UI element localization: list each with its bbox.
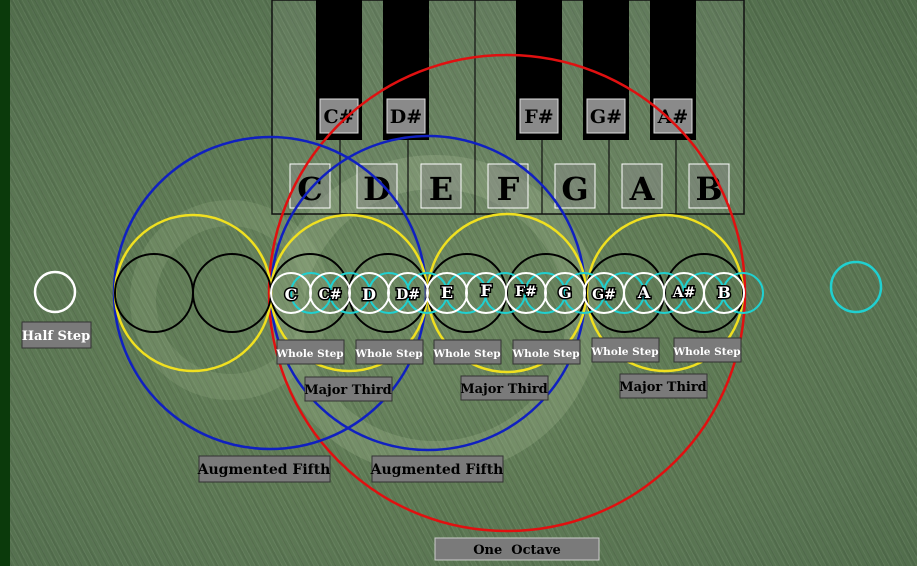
- note-labels: C C# D D# E F F# G G# A A# B: [283, 280, 732, 306]
- black-key-label-box: [386, 98, 426, 134]
- white-key-label: F: [497, 170, 520, 208]
- whole-step-label-box: [276, 339, 345, 365]
- major-third-label-box: [619, 373, 708, 399]
- major-third-label-box: [460, 375, 549, 401]
- half-step-circle-cyan: [368, 272, 410, 314]
- piano-keyboard: C# D# F# G# A# C D E F G A B: [271, 0, 745, 215]
- note-label: A: [637, 283, 651, 302]
- note-label: C#: [319, 287, 342, 303]
- black-key-label-box: [653, 98, 693, 134]
- augmented-fifth-label-box: [371, 455, 504, 483]
- augmented-fifth-label: Augmented Fifth: [197, 462, 331, 478]
- half-step-label: Half Step: [22, 329, 91, 344]
- note-label: A#: [672, 285, 696, 301]
- major-third-label: Major Third: [619, 380, 707, 395]
- whole-step-label: Whole Step: [432, 348, 500, 360]
- one-octave-label: One Octave: [473, 543, 561, 558]
- whole-step-circle: [114, 253, 194, 333]
- white-key-label-box: [356, 163, 398, 209]
- whole-step-label: Whole Step: [275, 348, 343, 360]
- black-key-label-box: [519, 98, 559, 134]
- major-third-label: Major Third: [460, 382, 548, 397]
- whole-step-label-box: [673, 337, 742, 363]
- white-key-label: E: [429, 170, 453, 208]
- whole-step-label: Whole Step: [672, 346, 740, 358]
- cyan-legend-circle: [829, 260, 883, 314]
- black-key-label: A#: [657, 106, 689, 128]
- whole-step-label-box: [433, 339, 502, 365]
- half-step-legend-circle: [33, 270, 77, 314]
- black-key-label: F#: [524, 106, 553, 128]
- white-key-label-box: [688, 163, 730, 209]
- black-key-label-box: [586, 98, 626, 134]
- note-label: E: [441, 283, 453, 302]
- black-key-label-box: [319, 98, 359, 134]
- half-step-circle-white: [703, 272, 745, 314]
- whole-step-label: Whole Step: [590, 346, 658, 358]
- note-label: G#: [592, 287, 616, 303]
- white-key-label-box: [554, 163, 596, 209]
- white-key-label-box: [621, 163, 663, 209]
- note-label: D: [362, 285, 376, 304]
- half-step-label-box: [21, 321, 92, 349]
- white-key-label-box: [420, 163, 462, 209]
- black-key-label: G#: [590, 106, 622, 128]
- major-third-label: Major Third: [304, 383, 392, 398]
- interval-labels: Half Step Whole Step Whole Step Whole St…: [21, 321, 742, 561]
- white-key-label: A: [629, 170, 656, 208]
- one-octave-label-box: [434, 537, 600, 561]
- white-key-label-box: [289, 163, 331, 209]
- white-key-label-box: [487, 163, 529, 209]
- interval-circles: [33, 53, 883, 533]
- note-label: C: [285, 285, 298, 304]
- note-label: D#: [396, 287, 420, 303]
- augmented-fifth-label: Augmented Fifth: [370, 462, 504, 478]
- note-label: G: [558, 283, 572, 302]
- whole-step-label: Whole Step: [354, 348, 422, 360]
- half-step-circle-cyan: [722, 272, 764, 314]
- whole-step-label-box: [512, 339, 581, 365]
- whole-step-label-box: [355, 339, 424, 365]
- white-key-label: G: [561, 170, 588, 208]
- white-key-label: B: [695, 170, 722, 208]
- note-label: F: [480, 281, 492, 300]
- note-label: B: [717, 283, 731, 302]
- black-key-label: C#: [323, 106, 354, 128]
- whole-step-label-box: [591, 337, 660, 363]
- major-third-label-box: [304, 376, 393, 402]
- black-key-label: D#: [390, 106, 422, 128]
- whole-step-circle: [192, 253, 272, 333]
- augmented-fifth-label-box: [198, 455, 331, 483]
- whole-step-label: Whole Step: [511, 348, 579, 360]
- note-label: F#: [515, 284, 537, 300]
